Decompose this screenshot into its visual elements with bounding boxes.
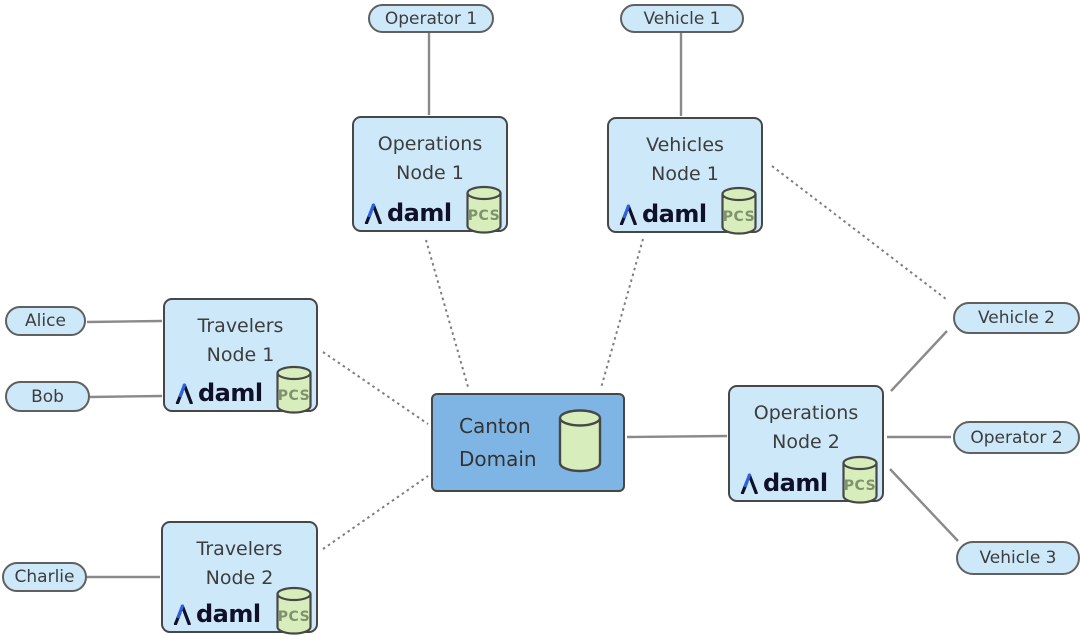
daml-lambda-icon [364,203,382,224]
daml-lambda-icon [175,383,193,404]
node-title-line-2: Node 1 [396,162,464,184]
connection-vehicles-node-1--canton-domain [600,238,644,389]
party-label: Vehicle 3 [979,548,1057,568]
pcs-cylinder-icon: PCS [274,365,314,415]
daml-lambda-icon [740,473,758,494]
connection-operations-node-1--canton-domain [425,239,469,388]
node-title-line-2: Node 1 [206,344,275,366]
daml-wordmark: daml [196,600,261,628]
daml-logo: daml [619,200,707,228]
party-pill-operator-2: Operator 2 [953,421,1080,454]
node-title: Travelers Node 2 [163,535,316,593]
party-label: Alice [25,311,66,331]
node-operations-node-1: Operations Node 1 daml PCS [352,116,508,235]
pcs-label: PCS [278,388,310,404]
node-title-line-1: Travelers [197,315,284,337]
connection-travelers-node-2--canton-domain [322,475,429,550]
node-canton-domain: Canton Domain [431,393,625,492]
node-title-line-1: Travelers [196,538,283,560]
pcs-cylinder-icon: PCS [464,185,504,235]
daml-wordmark: daml [642,200,707,228]
daml-wordmark: daml [763,469,828,497]
node-title-line-1: Operations [377,133,483,155]
party-label: Vehicle 2 [977,308,1055,328]
party-label: Charlie [14,567,75,587]
party-pill-vehicle-2: Vehicle 2 [953,302,1080,334]
connection-operations-node-2--vehicle-3 [889,468,959,542]
party-pill-operator-1: Operator 1 [368,4,494,33]
daml-logo: daml [175,379,263,407]
node-title: Operations Node 2 [730,399,882,457]
pcs-cylinder-icon: PCS [274,586,314,636]
node-vehicles-node-1: Vehicles Node 1 daml PCS [607,117,763,236]
connection-vehicles-node-1--vehicle-2 [771,165,947,300]
pcs-cylinder-icon: PCS [719,186,759,236]
node-title-line-2: Node 2 [772,431,840,453]
pcs-cylinder-icon: PCS [840,455,880,505]
domain-title-line-1: Canton [459,413,531,438]
pcs-label: PCS [723,209,755,225]
pcs-label: PCS [468,208,500,224]
party-pill-charlie: Charlie [2,562,87,592]
connection-bob--travelers-node-1 [89,394,163,399]
party-pill-bob: Bob [5,381,90,412]
node-title-line-1: Operations [753,402,859,424]
party-pill-vehicle-3: Vehicle 3 [956,541,1080,575]
party-label: Operator 1 [384,8,478,29]
party-label: Bob [31,386,64,407]
daml-wordmark: daml [387,199,452,227]
pcs-label: PCS [844,478,876,494]
node-title-line-2: Node 2 [205,567,274,589]
domain-title: Canton Domain [459,410,557,476]
daml-lambda-icon [173,604,191,625]
node-title: Operations Node 1 [354,130,506,188]
party-label: Operator 2 [970,427,1063,448]
party-pill-alice: Alice [5,306,86,336]
daml-wordmark: daml [198,379,263,407]
node-title-line-1: Vehicles [646,134,724,156]
node-travelers-node-1: Travelers Node 1 daml PCS [163,298,318,415]
domain-title-line-2: Domain [459,446,537,471]
connection-alice--travelers-node-1 [86,319,163,324]
node-title: Travelers Node 1 [165,312,316,370]
connection-operations-node-2--vehicle-2 [890,330,948,392]
pcs-label: PCS [278,609,310,625]
node-travelers-node-2: Travelers Node 2 daml PCS [161,521,318,636]
party-pill-vehicle-1: Vehicle 1 [620,4,744,33]
connection-travelers-node-1--canton-domain [322,351,429,425]
node-operations-node-2: Operations Node 2 daml PCS [728,385,884,505]
daml-logo: daml [173,600,261,628]
daml-lambda-icon [619,204,637,225]
daml-logo: daml [740,469,828,497]
daml-logo: daml [364,199,452,227]
party-label: Vehicle 1 [643,8,721,29]
node-title-line-2: Node 1 [651,163,719,185]
node-title: Vehicles Node 1 [609,131,761,189]
database-cylinder-icon [557,408,603,478]
connection-canton-domain--operations-node-2 [626,434,728,439]
